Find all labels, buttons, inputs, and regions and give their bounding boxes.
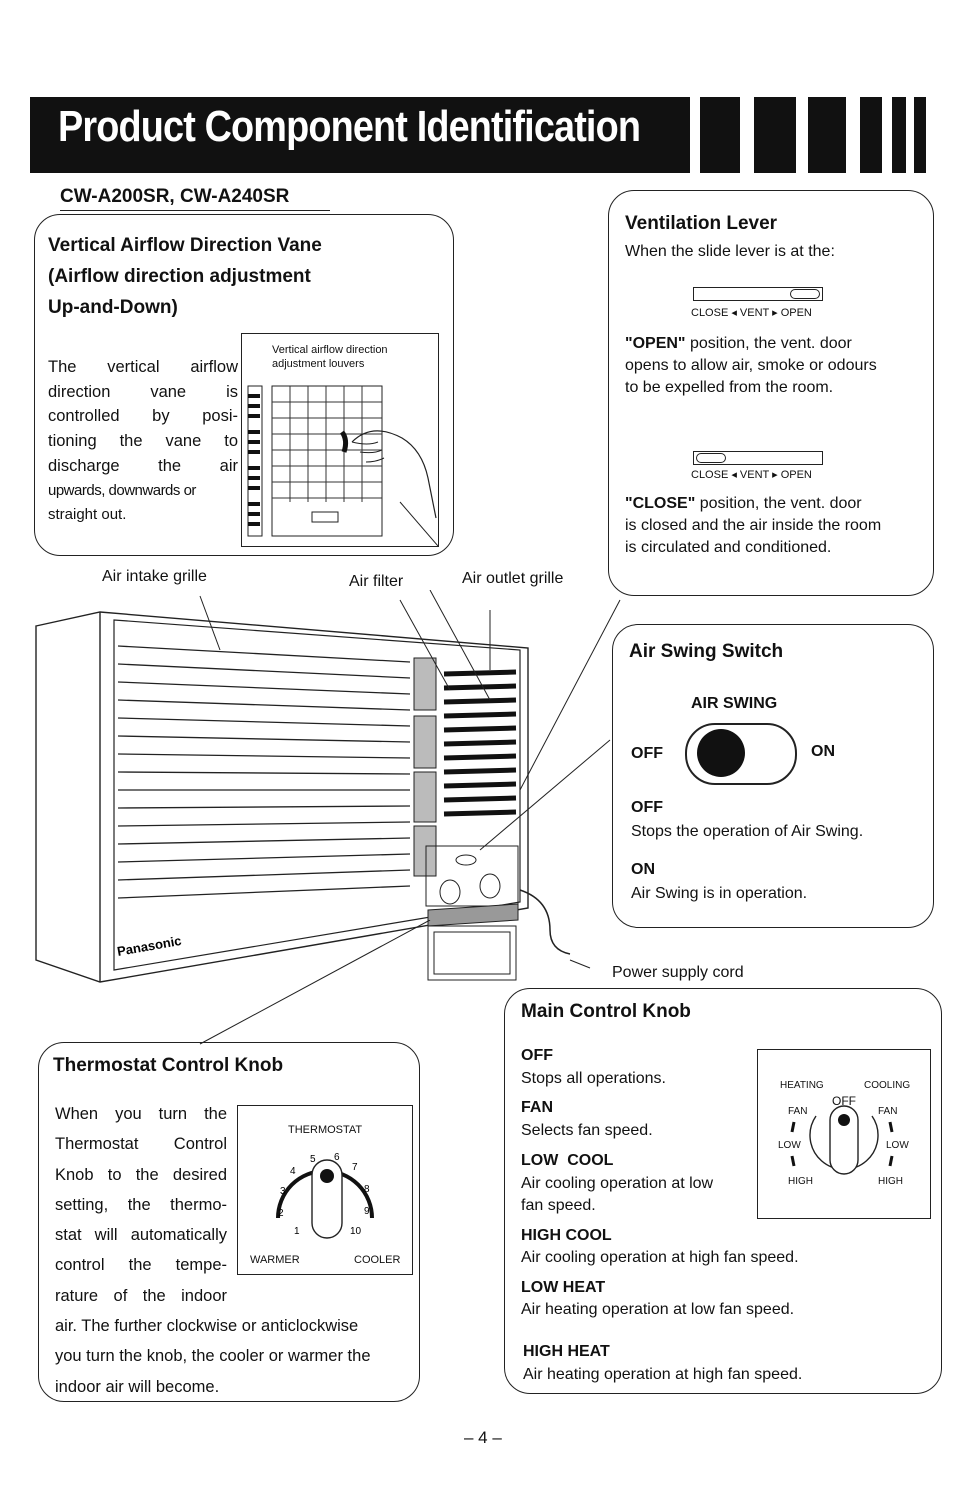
svg-text:6: 6 [334,1152,340,1163]
vent-lever-slider [790,289,820,299]
vertical-vane-heading-1: Vertical Airflow Direction Vane [48,235,322,256]
illustration-caption-1: Vertical airflow direction [272,344,388,356]
air-intake-label: Air intake grille [102,568,207,585]
air-outlet-label: Air outlet grille [462,570,564,587]
air-swing-on-title: ON [631,861,655,878]
dial-fan-left: FAN [788,1106,808,1117]
svg-text:2: 2 [278,1208,284,1219]
dial-heating-label: HEATING [780,1080,824,1091]
ventilation-open-text: "OPEN" position, the vent. door opens to… [625,335,877,396]
thermostat-knob-drawing[interactable]: 1 2 3 4 5 6 7 8 9 10 [238,1136,412,1248]
ventilation-panel: Ventilation Lever When the slide lever i… [608,190,934,596]
vent-lever-close-track [693,451,823,465]
banner-bar [808,97,846,173]
title-banner [30,97,690,173]
mode-low-cool-desc-1: Air cooling operation at low [521,1175,714,1192]
dial-cooling-label: COOLING [864,1080,911,1091]
toggle-knob [697,729,745,777]
thermostat-dial: THERMOSTAT 1 2 3 4 5 6 7 8 9 10 WARMER C… [237,1105,413,1275]
mode-fan-title: FAN [521,1099,553,1116]
thermostat-panel: Thermostat Control Knob When you turn th… [38,1042,420,1402]
thermostat-leader-line [199,920,431,1045]
banner-bar [892,97,906,173]
dial-off-label: OFF [832,1094,856,1108]
main-control-panel: Main Control Knob OFF Stops all operatio… [504,988,942,1394]
svg-text:4: 4 [290,1166,296,1177]
main-control-dial: HEATING COOLING OFF FAN FAN LOW LOW HIGH… [757,1049,931,1219]
mode-low-cool-desc-2: fan speed. [521,1197,596,1214]
mode-high-cool-desc: Air cooling operation at high fan speed. [521,1249,799,1266]
page-number: – 4 – [464,1428,502,1447]
vent-scale-open: CLOSE ◂ VENT ▸ OPEN [691,307,812,319]
svg-text:7: 7 [352,1162,358,1173]
thermostat-dial-title: THERMOSTAT [288,1124,363,1136]
ventilation-intro: When the slide lever is at the: [625,243,835,260]
ventilation-close-text: "CLOSE" position, the vent. door is clos… [625,495,882,556]
svg-text:8: 8 [364,1184,370,1195]
banner-bar [914,97,926,173]
air-conditioner-illustration: Panasonic [35,590,621,983]
mode-high-cool-title: HIGH COOL [521,1227,612,1244]
vertical-vane-heading-2: (Airflow direction adjustment [48,266,311,287]
mode-high-heat-desc: Air heating operation at high fan speed. [523,1366,803,1383]
cooler-label: COOLER [354,1254,401,1266]
air-swing-toggle[interactable] [685,723,797,785]
mode-low-cool-title: LOW COOL [521,1152,614,1169]
air-swing-heading: Air Swing Switch [629,641,784,662]
power-cord-label: Power supply cord [612,964,744,981]
air-swing-on-marker: ON [811,743,835,760]
vertical-vane-panel: Vertical Airflow Direction Vane (Airflow… [34,214,454,556]
dial-low-right: LOW [886,1140,909,1151]
mode-low-heat-desc: Air heating operation at low fan speed. [521,1301,795,1318]
main-control-heading: Main Control Knob [521,1001,691,1022]
air-swing-off-title: OFF [631,799,663,816]
vertical-vane-heading-3: Up-and-Down) [48,297,178,318]
vertical-vane-description: The vertical airflow direction vane is c… [48,358,238,524]
dial-fan-right: FAN [878,1106,898,1117]
air-filter-label: Air filter [349,573,404,590]
mode-off-title: OFF [521,1047,553,1064]
air-swing-switch-label: AIR SWING [691,695,778,712]
vent-scale-close: CLOSE ◂ VENT ▸ OPEN [691,469,812,481]
louver-illustration: Vertical airflow direction adjustment lo… [241,333,439,547]
mode-off-desc: Stops all operations. [521,1070,666,1087]
warmer-label: WARMER [250,1254,300,1266]
mode-fan-desc: Selects fan speed. [521,1122,653,1139]
dial-low-left: LOW [778,1140,801,1151]
mode-low-heat-title: LOW HEAT [521,1279,606,1296]
banner-bar [860,97,882,173]
banner-bar [700,97,740,173]
air-swing-panel: Air Swing Switch AIR SWING OFF ON OFF St… [612,624,934,928]
ventilation-heading: Ventilation Lever [625,213,778,234]
thermostat-description-wide: air. The further clockwise or anticlockw… [55,1317,371,1396]
model-number: CW-A200SR, CW-A240SR [60,186,290,207]
svg-text:1: 1 [294,1226,300,1237]
vent-lever-open-track [693,287,823,301]
thermostat-description-narrow: When you turn the Thermostat Control Kno… [55,1105,227,1305]
svg-text:5: 5 [310,1154,316,1165]
dial-high-right: HIGH [878,1176,903,1187]
svg-text:3: 3 [280,1186,286,1197]
model-underline [60,210,330,211]
illustration-caption-2: adjustment louvers [272,358,365,370]
air-swing-off-desc: Stops the operation of Air Swing. [631,823,864,840]
air-swing-off-marker: OFF [631,745,663,762]
svg-text:9: 9 [364,1206,370,1217]
vent-lever-slider [696,453,726,463]
mode-high-heat-title: HIGH HEAT [523,1343,610,1360]
page-title: Product Component Identification [58,102,641,151]
air-swing-on-desc: Air Swing is in operation. [631,885,808,902]
louver-hand-drawing [247,385,438,546]
svg-text:10: 10 [350,1226,362,1237]
main-control-knob[interactable] [758,1050,930,1218]
thermostat-heading: Thermostat Control Knob [53,1055,284,1076]
banner-bar [754,97,796,173]
dial-high-left: HIGH [788,1176,813,1187]
